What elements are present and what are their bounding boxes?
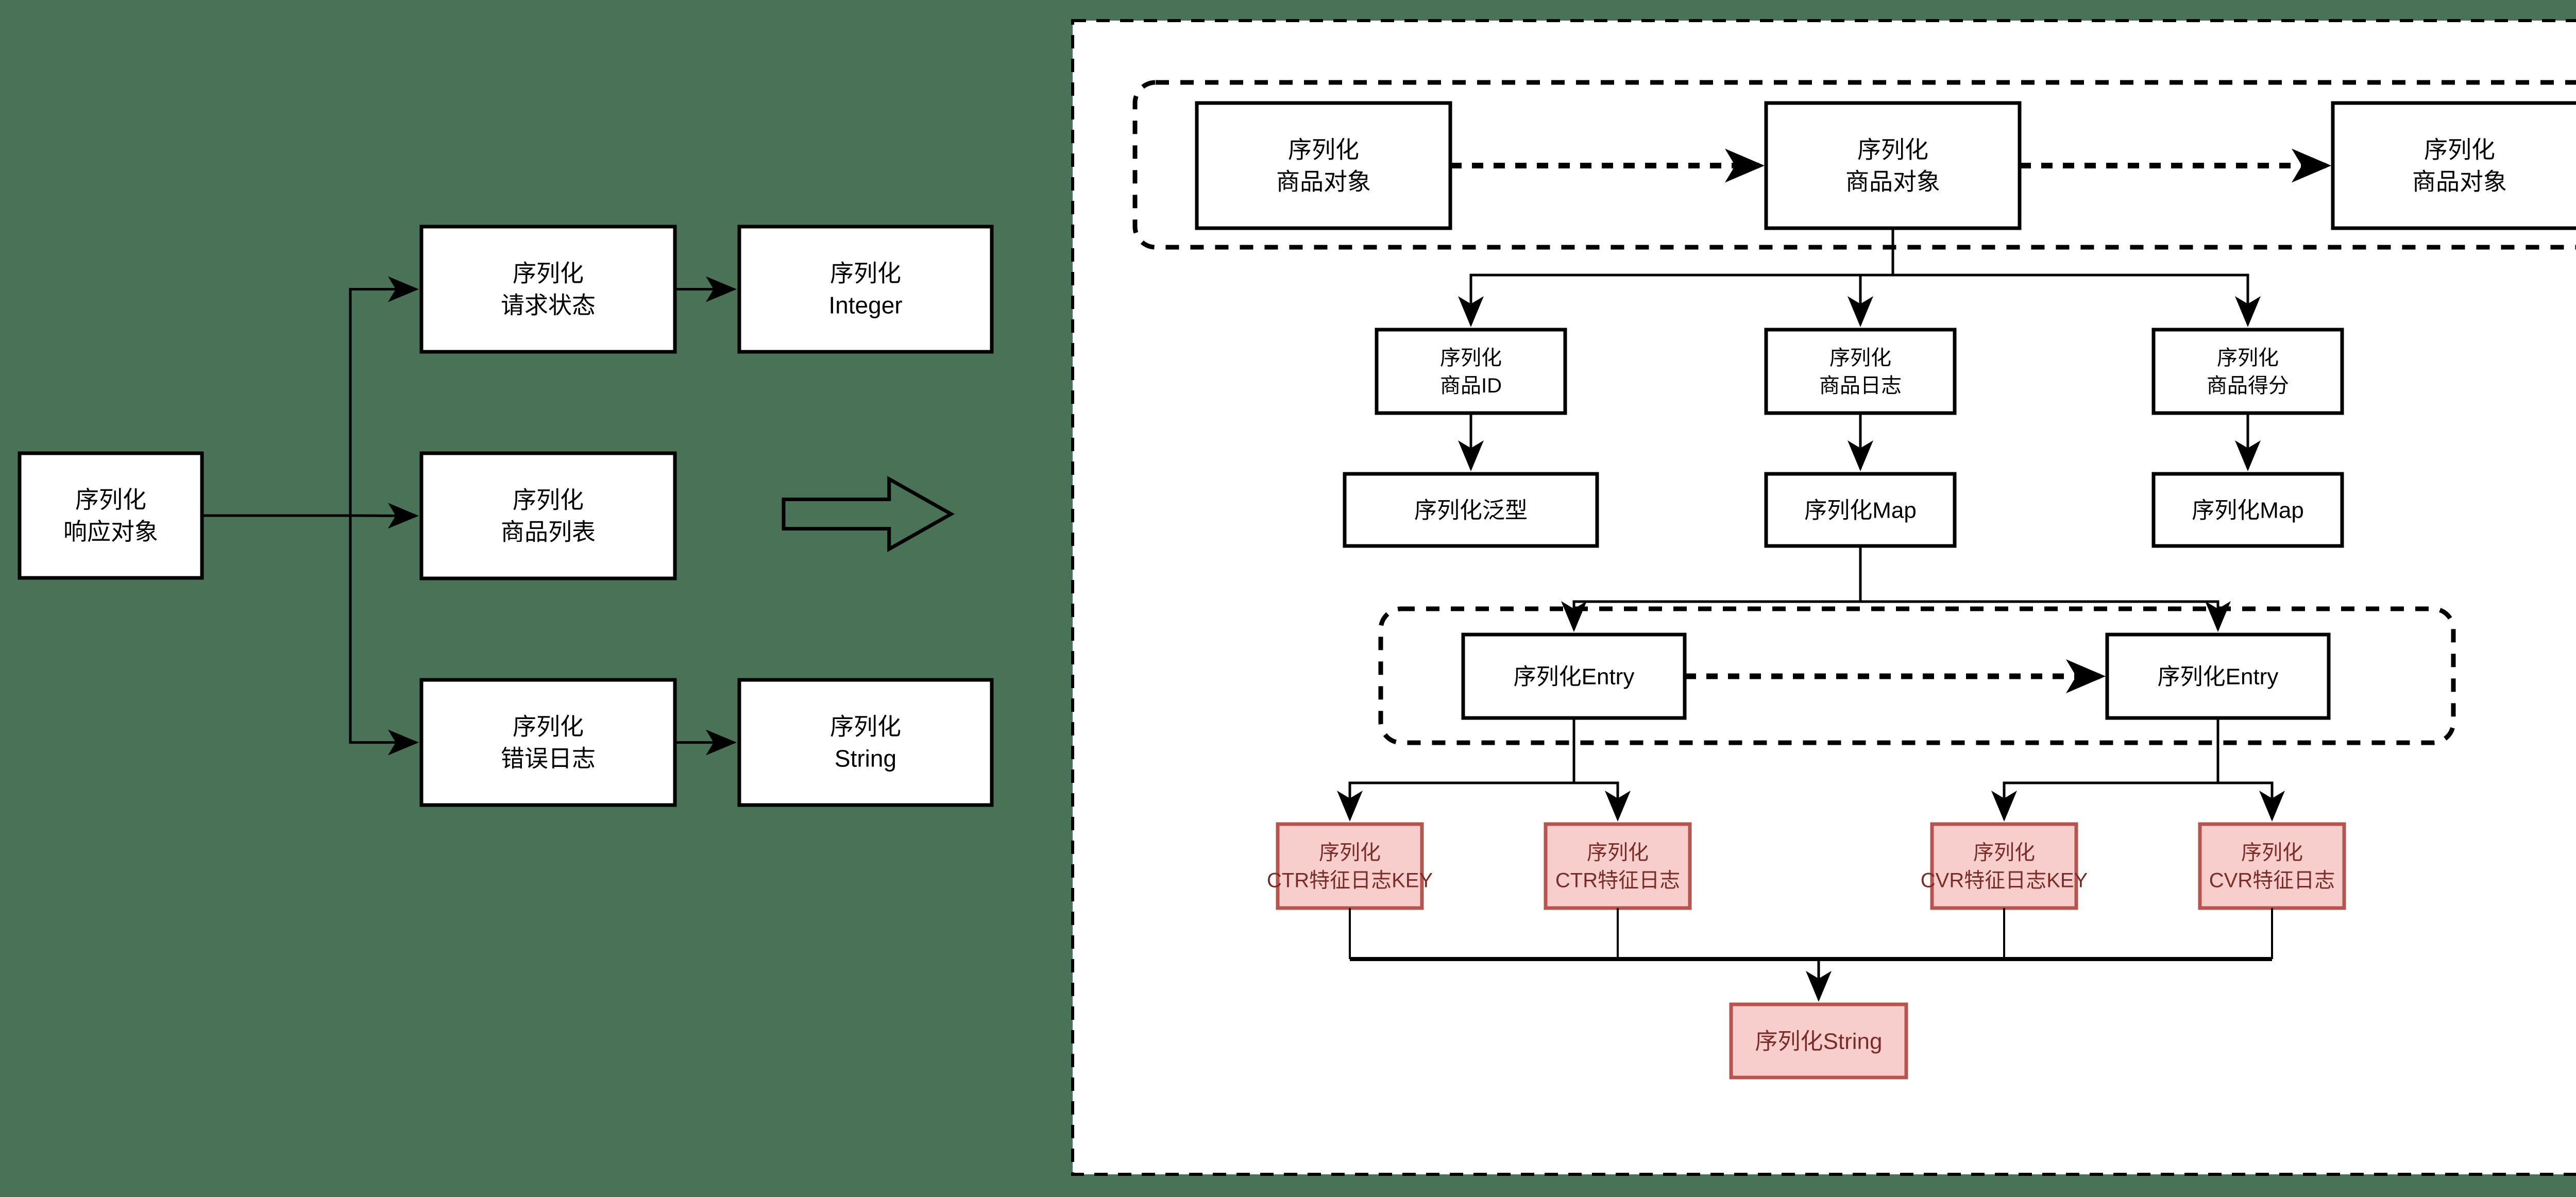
edge-en1-ctr	[1574, 781, 1631, 822]
node-integer[interactable]	[737, 225, 994, 354]
node-gsco[interactable]	[2151, 328, 2344, 415]
transform-arrow-icon	[782, 475, 955, 553]
node-cvr[interactable]	[2198, 822, 2346, 910]
edge-en2-cvr	[2218, 781, 2285, 822]
node-label-go1: 序列化	[1288, 136, 1359, 163]
node-label-ctrk: CTR特征日志KEY	[1267, 869, 1433, 892]
node-map2[interactable]	[2151, 472, 2344, 548]
node-label-goodslist: 商品列表	[501, 519, 596, 545]
group-top-dashed	[1132, 80, 2576, 250]
node-go3[interactable]	[2331, 101, 2576, 230]
node-cvrk[interactable]	[1930, 822, 2078, 910]
node-label-str: 序列化String	[1755, 1029, 1883, 1054]
node-gid[interactable]	[1375, 328, 1567, 415]
node-label-string: String	[835, 745, 896, 772]
node-label-cvr: CVR特征日志	[2209, 869, 2335, 892]
node-go2[interactable]	[1764, 101, 2022, 230]
node-label-go3: 商品对象	[2412, 168, 2507, 195]
edge-en2-cvrk	[1991, 718, 2219, 822]
node-label-gid: 商品ID	[1440, 374, 1502, 397]
node-str[interactable]	[1729, 1002, 1908, 1080]
edge-map1-entry2	[1860, 600, 2231, 632]
edge-go2-gid	[1458, 228, 1894, 327]
node-label-integer: 序列化	[830, 260, 901, 287]
node-label-gen: 序列化泛型	[1414, 498, 1528, 523]
node-label-glog: 商品日志	[1819, 374, 1902, 397]
node-label-go1: 商品对象	[1276, 168, 1371, 195]
node-ctr[interactable]	[1544, 822, 1692, 910]
node-string[interactable]	[737, 678, 994, 807]
node-label-goodslist: 序列化	[513, 487, 584, 514]
node-label-cvr: 序列化	[2241, 842, 2303, 864]
node-ctrk[interactable]	[1276, 822, 1424, 910]
node-label-resp: 响应对象	[63, 518, 158, 545]
node-label-go2: 序列化	[1857, 136, 1928, 163]
node-label-en1: 序列化Entry	[1514, 664, 1635, 689]
node-label-en2: 序列化Entry	[2158, 664, 2279, 689]
edge-go2-gsco	[1893, 273, 2261, 327]
node-label-ctr: CTR特征日志	[1555, 869, 1680, 892]
node-resp[interactable]	[18, 451, 204, 580]
node-label-cvrk: 序列化	[1973, 842, 2035, 864]
node-map1[interactable]	[1764, 472, 1957, 548]
node-label-map1: 序列化Map	[1804, 498, 1917, 523]
node-label-cvrk: CVR特征日志KEY	[1921, 869, 2088, 892]
node-label-gsco: 商品得分	[2207, 374, 2289, 397]
node-go1[interactable]	[1195, 101, 1452, 230]
node-label-errlog: 错误日志	[501, 745, 596, 772]
node-label-go2: 商品对象	[1845, 168, 1940, 195]
node-label-errlog: 序列化	[513, 713, 584, 740]
node-reqstate[interactable]	[419, 225, 677, 354]
node-label-ctr: 序列化	[1587, 842, 1649, 864]
node-label-map2: 序列化Map	[2192, 498, 2304, 523]
node-label-gsco: 序列化	[2217, 347, 2279, 369]
node-en1[interactable]	[1461, 632, 1687, 720]
edge-en1-ctrk	[1337, 718, 1575, 822]
node-label-string: 序列化	[830, 713, 901, 740]
node-label-ctrk: 序列化	[1319, 842, 1381, 864]
node-label-reqstate: 序列化	[513, 260, 584, 287]
node-errlog[interactable]	[419, 678, 677, 807]
node-label-gid: 序列化	[1440, 347, 1502, 369]
node-gen[interactable]	[1343, 472, 1599, 548]
node-goodslist[interactable]	[419, 451, 677, 580]
node-label-integer: Integer	[828, 292, 902, 319]
node-label-go3: 序列化	[2424, 136, 2495, 163]
node-label-reqstate: 请求状态	[501, 292, 596, 319]
node-glog[interactable]	[1764, 328, 1957, 415]
node-label-glog: 序列化	[1829, 347, 1891, 369]
edge-resp-errlog	[349, 516, 419, 756]
edge-resp-reqstate	[349, 276, 419, 516]
node-label-resp: 序列化	[75, 486, 146, 513]
edge-go2-glog	[1848, 273, 1893, 327]
edge-map1-entry1	[1561, 546, 1862, 632]
